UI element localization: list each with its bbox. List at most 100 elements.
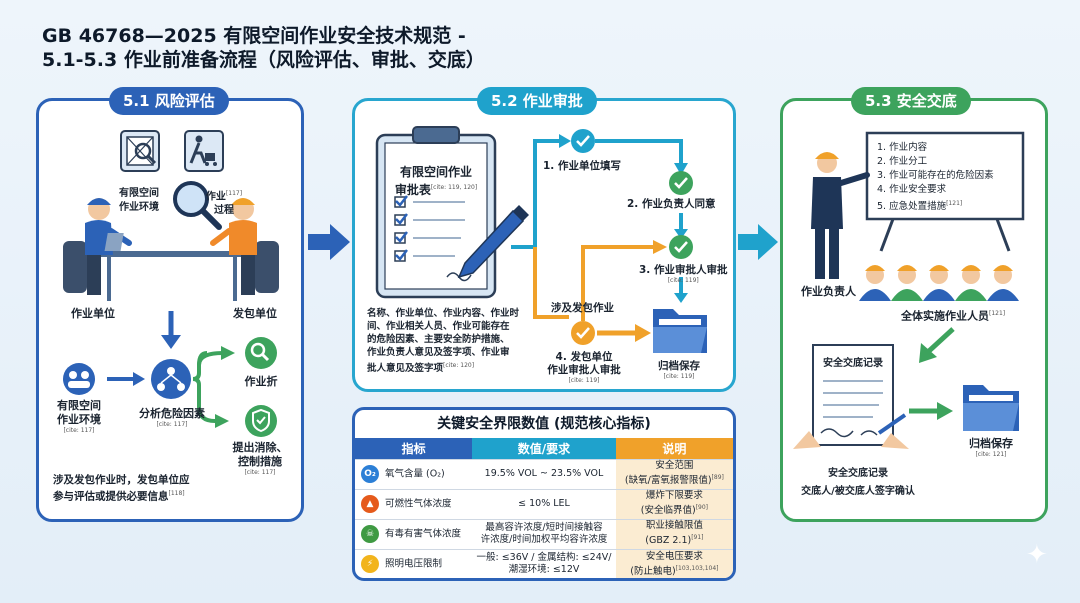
indicator-name: 氧气含量 (O₂) <box>385 468 445 480</box>
value-line: ≤ 10% LEL <box>518 498 570 509</box>
process-label-line: 作业 <box>205 191 226 203</box>
indicator-cell: ▲ 可燃性气体浓度 <box>355 488 473 519</box>
flame-icon: ▲ <box>361 495 379 513</box>
citation: [cite: 119] <box>667 277 699 284</box>
value-cell: 19.5% VOL ~ 23.5% VOL <box>472 458 616 489</box>
note-line: 职业接触限值 <box>645 520 703 532</box>
form-title-line: 有限空间作业 <box>399 165 472 179</box>
step-4-line: 作业审批人审批 <box>547 364 621 376</box>
approval-illustration <box>375 126 707 353</box>
indicator-cell: O₂ 氧气含量 (O₂) <box>355 458 473 489</box>
content-line: 名称、作业单位、作业内容、作业时 <box>367 308 520 319</box>
table-row: ☠有毒有害气体浓度 最高容许浓度/短时间接触容许浓度/时间加权平均容许浓度 职业… <box>355 518 733 549</box>
citation: [cite: 117] <box>63 427 95 434</box>
note-cell: 职业接触限值 (GBZ 2.1)[91] <box>615 518 733 549</box>
indicator-name: 照明电压限制 <box>385 558 443 570</box>
citation: [118] <box>168 490 185 497</box>
briefing-board: 1. 作业内容 2. 作业分工 3. 作业可能存在的危险因素 4. 作业安全要求… <box>877 141 1021 214</box>
note-line: 参与评估或提供必要信息 <box>53 490 169 503</box>
output-2-label: 提出消除、 控制措施 [cite: 117] <box>227 441 293 477</box>
board-item: 3. 作业可能存在的危险因素 <box>877 170 994 181</box>
note-line: (GBZ 2.1) <box>645 535 692 547</box>
title-line-2: 5.1-5.3 作业前准备流程（风险评估、审批、交底） <box>42 49 485 71</box>
content-line: 批人意见及签字项 <box>367 363 444 375</box>
record-line: 安全交底记录 <box>828 468 888 479</box>
note-line: 爆炸下限要求 <box>645 490 703 502</box>
note-line: 涉及发包作业时，发包单位应 <box>53 474 190 486</box>
value-line: 许浓度/时间加权平均容许浓度 <box>480 534 608 545</box>
arrow-right-icon <box>308 224 350 260</box>
safety-briefing-illustration <box>793 131 1025 449</box>
note-line: 安全电压要求 <box>645 550 703 562</box>
approval-content-text: 名称、作业单位、作业内容、作业时 间、作业相关人员、作业可能存在 的危险因素、主… <box>367 307 535 375</box>
content-line: 作业负责人意见及签字项、作业审 <box>367 347 510 358</box>
archive-text: 归档保存 <box>658 360 700 372</box>
record-label: 安全交底记录 交底人/被交底人签字确认 <box>783 467 933 499</box>
value-cell: 一般: ≤36V / 金属结构: ≤24V/潮湿环境: ≤12V <box>472 548 616 578</box>
board-item: 2. 作业分工 <box>877 156 928 167</box>
value-line: 19.5% VOL ~ 23.5% VOL <box>484 468 604 479</box>
title-line-1: GB 46768—2025 有限空间作业安全技术规范 - <box>42 25 466 47</box>
note-line: (防止触电) <box>630 565 676 577</box>
process-label: 作业[117] 过程 <box>199 187 249 218</box>
archive-text: 归档保存 <box>969 437 1013 450</box>
approval-form-title: 有限空间作业 审批表[cite: 119, 120] <box>385 165 487 198</box>
env-label-line: 有限空间 <box>119 188 159 199</box>
env-label-line: 作业环境 <box>119 202 159 213</box>
indicator-name: 有毒有害气体浓度 <box>385 528 462 540</box>
env2-line: 作业环境 <box>57 413 101 426</box>
citation: [117] <box>225 190 243 197</box>
header-indicator: 指标 <box>355 438 473 459</box>
citation: [cite: 117] <box>244 469 276 476</box>
analyze-text: 分析危险因素 <box>139 407 205 420</box>
value-line: 一般: ≤36V / 金属结构: ≤24V/ <box>476 552 612 564</box>
step-4-line: 4. 发包单位 <box>555 351 613 363</box>
table-title: 关键安全界限数值 (规范核心指标) <box>437 416 651 432</box>
process-label-line: 过程 <box>214 205 234 217</box>
header-note: 说明 <box>615 438 733 459</box>
citation: [cite: 119] <box>663 373 695 380</box>
note-cell: 安全范围(缺氧/富氧报警限值)[89] <box>615 458 733 489</box>
step-2-label: 2. 作业负责人同意 <box>627 198 716 210</box>
env2-line: 有限空间 <box>57 399 101 412</box>
indicator-name: 可燃性气体浓度 <box>385 498 452 510</box>
table-row: ⚡ 照明电压限制 一般: ≤36V / 金属结构: ≤24V/潮湿环境: ≤12V… <box>355 548 733 578</box>
archive-label: 归档保存 [cite: 121] <box>961 437 1021 459</box>
output-2-line: 控制措施 <box>238 455 282 468</box>
analyze-label: 分析危险因素 [cite: 117] <box>131 407 213 429</box>
step-4-label: 4. 发包单位 作业审批人审批 [cite: 119] <box>545 351 623 385</box>
indicator-cell: ⚡ 照明电压限制 <box>355 548 473 578</box>
arrow-right-icon <box>738 224 778 260</box>
value-cell: 最高容许浓度/短时间接触容许浓度/时间加权平均容许浓度 <box>472 518 616 549</box>
risk-assessment-illustration <box>63 130 279 437</box>
env2-label: 有限空间 作业环境 [cite: 117] <box>49 399 109 435</box>
note-cell: 安全电压要求(防止触电)[103,103,104] <box>615 548 733 578</box>
board-item: 1. 作业内容 <box>877 142 928 153</box>
citation: [cite: 119, 120] <box>430 184 478 191</box>
workers-text: 全体实施作业人员 <box>901 309 989 323</box>
lightning-icon: ⚡ <box>361 555 379 574</box>
oxygen-icon: O₂ <box>361 465 379 483</box>
value-cell: ≤ 10% LEL <box>472 488 616 519</box>
board-item: 4. 作业安全要求 <box>877 184 947 195</box>
workers-label: 全体实施作业人员[121] <box>901 307 1005 324</box>
safety-briefing-panel: 5.3 安全交底 <box>780 87 1048 522</box>
citation: [121] <box>946 200 963 207</box>
step-1-label: 1. 作业单位填写 <box>543 160 621 172</box>
citation: [90] <box>695 504 709 512</box>
approval-panel: 5.2 作业审批 <box>352 87 736 392</box>
content-line: 的危险因素、主要安全防护措施、 <box>367 334 510 345</box>
table-row: O₂ 氧气含量 (O₂) 19.5% VOL ~ 23.5% VOL 安全范围(缺… <box>355 458 733 489</box>
citation: [121] <box>989 310 1006 317</box>
panel-header: 5.1 风险评估 <box>109 87 229 115</box>
citation: [91] <box>691 534 704 542</box>
archive-label: 归档保存 [cite: 119] <box>649 359 709 381</box>
unit-right-label: 发包单位 <box>233 307 277 320</box>
citation: [cite: 120] <box>443 362 475 369</box>
note-line: (缺氧/富氧报警限值) <box>624 475 712 487</box>
note-line: (安全临界值) <box>640 505 696 517</box>
output-1-label: 作业折 <box>244 375 278 388</box>
note-cell: 爆炸下限要求 (安全临界值)[90] <box>615 488 733 519</box>
